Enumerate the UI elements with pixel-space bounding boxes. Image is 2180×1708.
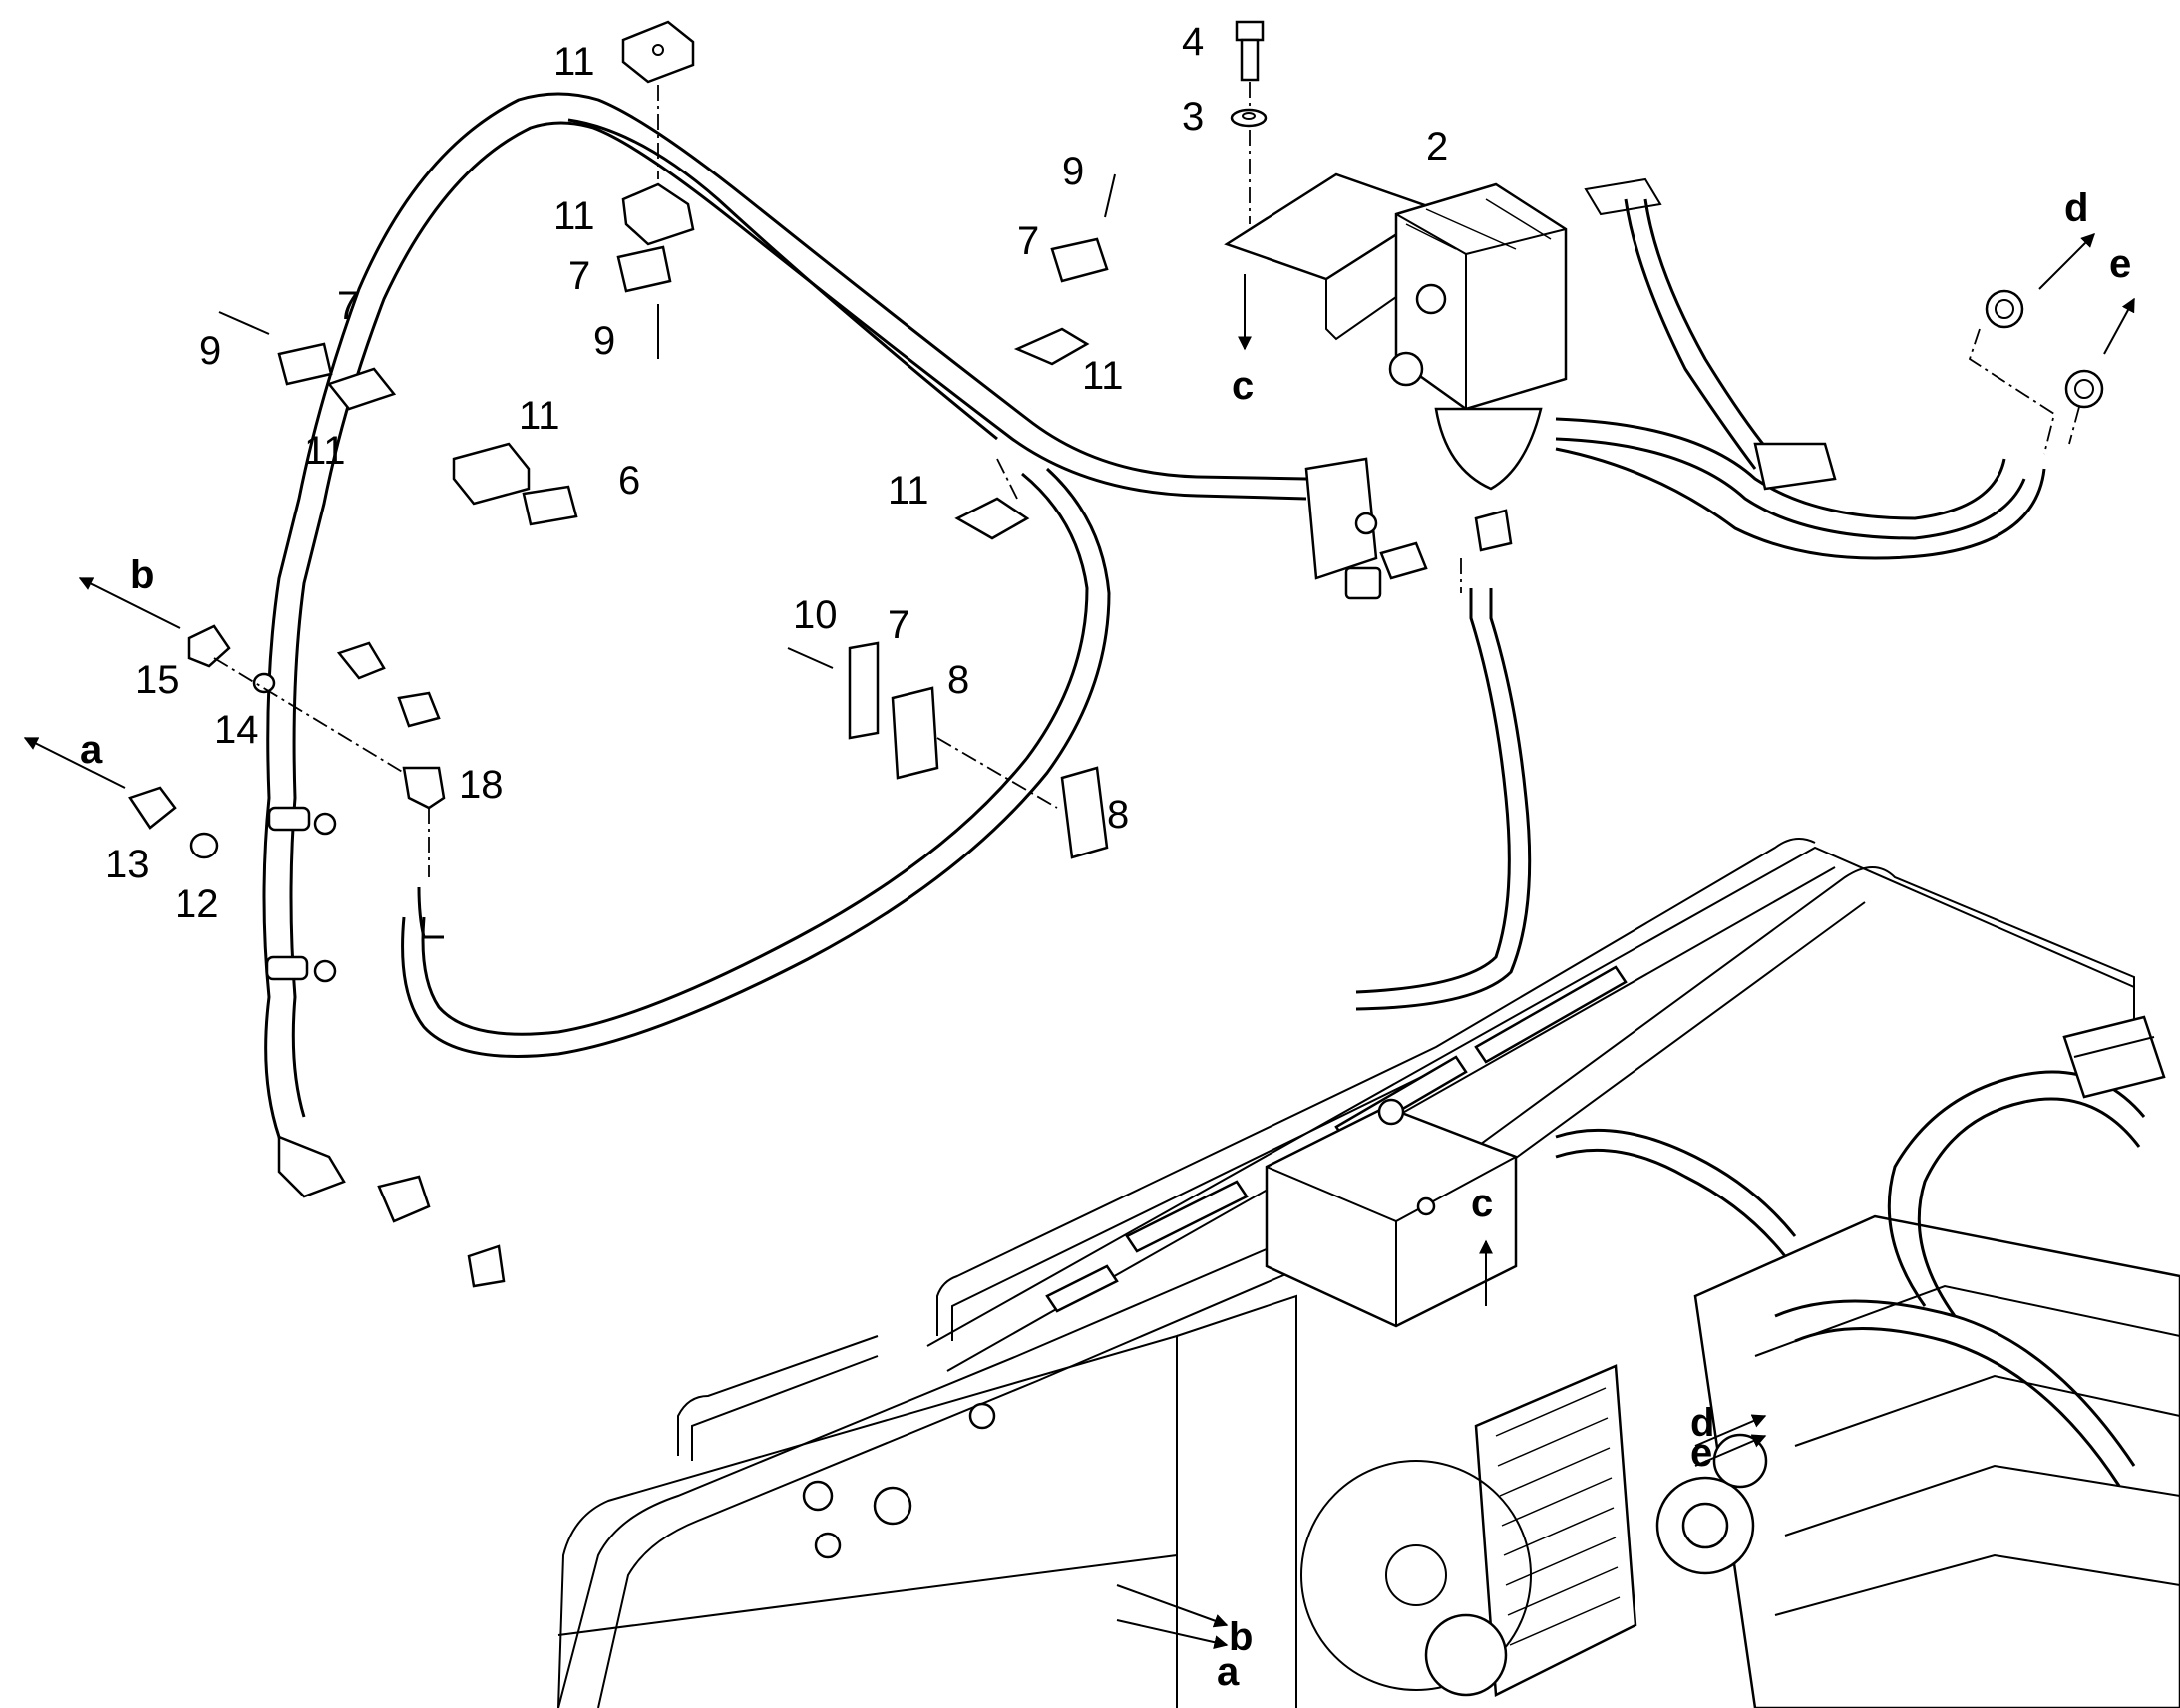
- label-11-lower: 11: [888, 469, 929, 512]
- hose-clamp: [265, 806, 337, 983]
- arrow-label-c-bottom: c: [1471, 1182, 1493, 1225]
- direction-arrows: [23, 233, 2135, 1650]
- label-13: 13: [105, 843, 150, 886]
- label-6: 6: [618, 459, 640, 503]
- arrow-letter-labels: a b c d e a b c d e: [80, 186, 2131, 1694]
- bolt-4: [1235, 20, 1265, 82]
- bolt-9: [218, 173, 1116, 359]
- ring-14: [252, 672, 276, 694]
- fitting-e: [2064, 369, 2104, 409]
- washer-3: [1230, 108, 1268, 128]
- label-11-left2: 11: [519, 394, 560, 438]
- label-15: 15: [135, 658, 180, 702]
- label-10: 10: [793, 593, 838, 637]
- label-11-top: 11: [553, 40, 595, 84]
- label-18: 18: [459, 763, 504, 807]
- label-11-right: 11: [1082, 354, 1124, 398]
- arrow-label-a-bottom: a: [1217, 1650, 1240, 1694]
- label-8-upper: 8: [947, 658, 969, 702]
- arrow-label-d-bottom: d: [1690, 1401, 1714, 1445]
- label-11-mid: 11: [553, 194, 595, 238]
- plate-7: [277, 237, 1109, 740]
- nut-13: [128, 786, 177, 830]
- label-11-left: 11: [304, 429, 346, 473]
- label-9-left: 9: [199, 329, 221, 373]
- label-7-center: 7: [568, 254, 590, 298]
- reservoir-box: [1265, 1098, 1518, 1328]
- label-7-lower: 7: [888, 603, 909, 647]
- arrow-label-e-top: e: [2109, 242, 2131, 286]
- label-7-left: 7: [337, 284, 359, 328]
- arrow-label-a-top: a: [80, 728, 103, 772]
- label-14: 14: [214, 708, 259, 752]
- label-9-right: 9: [1062, 150, 1084, 193]
- label-9-center: 9: [593, 319, 615, 363]
- label-8-lower: 8: [1107, 793, 1129, 837]
- arrow-label-c-top: c: [1232, 364, 1254, 408]
- label-12: 12: [175, 882, 219, 926]
- bolt-10: [787, 647, 834, 669]
- nut-15: [187, 624, 231, 668]
- label-3: 3: [1182, 95, 1204, 139]
- label-4: 4: [1182, 20, 1204, 64]
- engine: [1424, 1015, 2180, 1708]
- fitting-d: [1985, 289, 2024, 329]
- elbow-18: [336, 641, 446, 810]
- label-7-right: 7: [1017, 219, 1039, 263]
- hose-lines: [262, 92, 2046, 1198]
- filter-assembly: [1224, 172, 1568, 600]
- fitting-bottom: [377, 1175, 506, 1288]
- part-number-labels: 2 3 4 6 7 7 7 7 8 8 9 9 9 10 11 11 11 11…: [105, 20, 1448, 926]
- ring-12: [189, 832, 219, 859]
- radiator: [1300, 1364, 1637, 1697]
- clamp-8: [891, 686, 1109, 859]
- arrow-label-b-top: b: [130, 553, 154, 597]
- arrow-label-b-bottom: b: [1229, 1615, 1253, 1659]
- arrow-label-e-bottom: e: [1690, 1431, 1712, 1475]
- machine-body-drawing: [557, 838, 2180, 1708]
- clamp-11: [326, 20, 1090, 540]
- plate-6: [522, 485, 578, 526]
- arrow-label-d-top: d: [2064, 186, 2088, 230]
- label-2: 2: [1426, 125, 1448, 169]
